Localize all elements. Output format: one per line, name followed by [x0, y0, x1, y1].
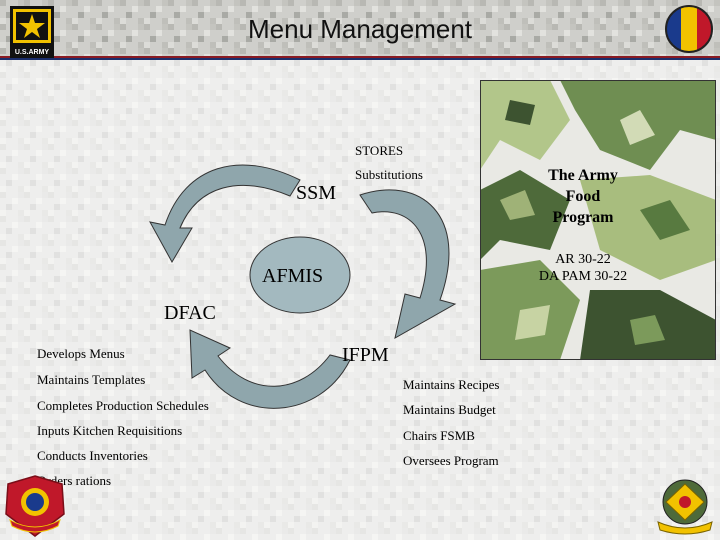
program-title-line2: Food: [565, 188, 601, 205]
cycle-arrow-bottom: [189, 329, 351, 409]
ifpm-task: Oversees Program: [403, 453, 499, 468]
svg-text:U.S.ARMY: U.S.ARMY: [15, 49, 50, 56]
dfac-task: Completes Production Schedules: [37, 398, 209, 413]
ifpm-task: Maintains Recipes: [403, 377, 500, 392]
substitutions-label: Substitutions: [355, 167, 423, 182]
dfac-task: Develops Menus: [37, 346, 125, 361]
program-title-line1: The Army: [548, 167, 618, 184]
ifpm-task: Maintains Budget: [403, 402, 496, 417]
afmis-label: AFMIS: [262, 265, 324, 287]
ifpm-task: Chairs FSMB: [403, 428, 475, 443]
slide-title: Menu Management: [247, 14, 473, 44]
army-food-program-panel: [480, 80, 716, 360]
dfac-label: DFAC: [164, 302, 216, 324]
ssm-label: SSM: [296, 182, 337, 204]
program-title-line3: Program: [552, 209, 614, 226]
cycle-arrow-top: [149, 164, 301, 264]
reference-da-pam: DA PAM 30-22: [538, 269, 628, 284]
dfac-task: Conducts Inventories: [37, 448, 148, 463]
us-army-logo: U.S.ARMY: [10, 6, 54, 58]
reference-ar: AR 30-22: [555, 252, 611, 267]
ifpm-label: IFPM: [342, 344, 389, 366]
afmis-circle: [249, 236, 351, 314]
stores-label: STORES: [355, 143, 404, 158]
supporting-victory-crest-icon: [657, 479, 713, 535]
dfac-task: Inputs Kitchen Requisitions: [37, 423, 183, 438]
cycle-arrow-right: [359, 189, 457, 339]
tricolor-seal-icon: [665, 5, 713, 53]
dfac-task: Maintains Templates: [37, 372, 146, 387]
support-crest-left-icon: [5, 475, 65, 537]
